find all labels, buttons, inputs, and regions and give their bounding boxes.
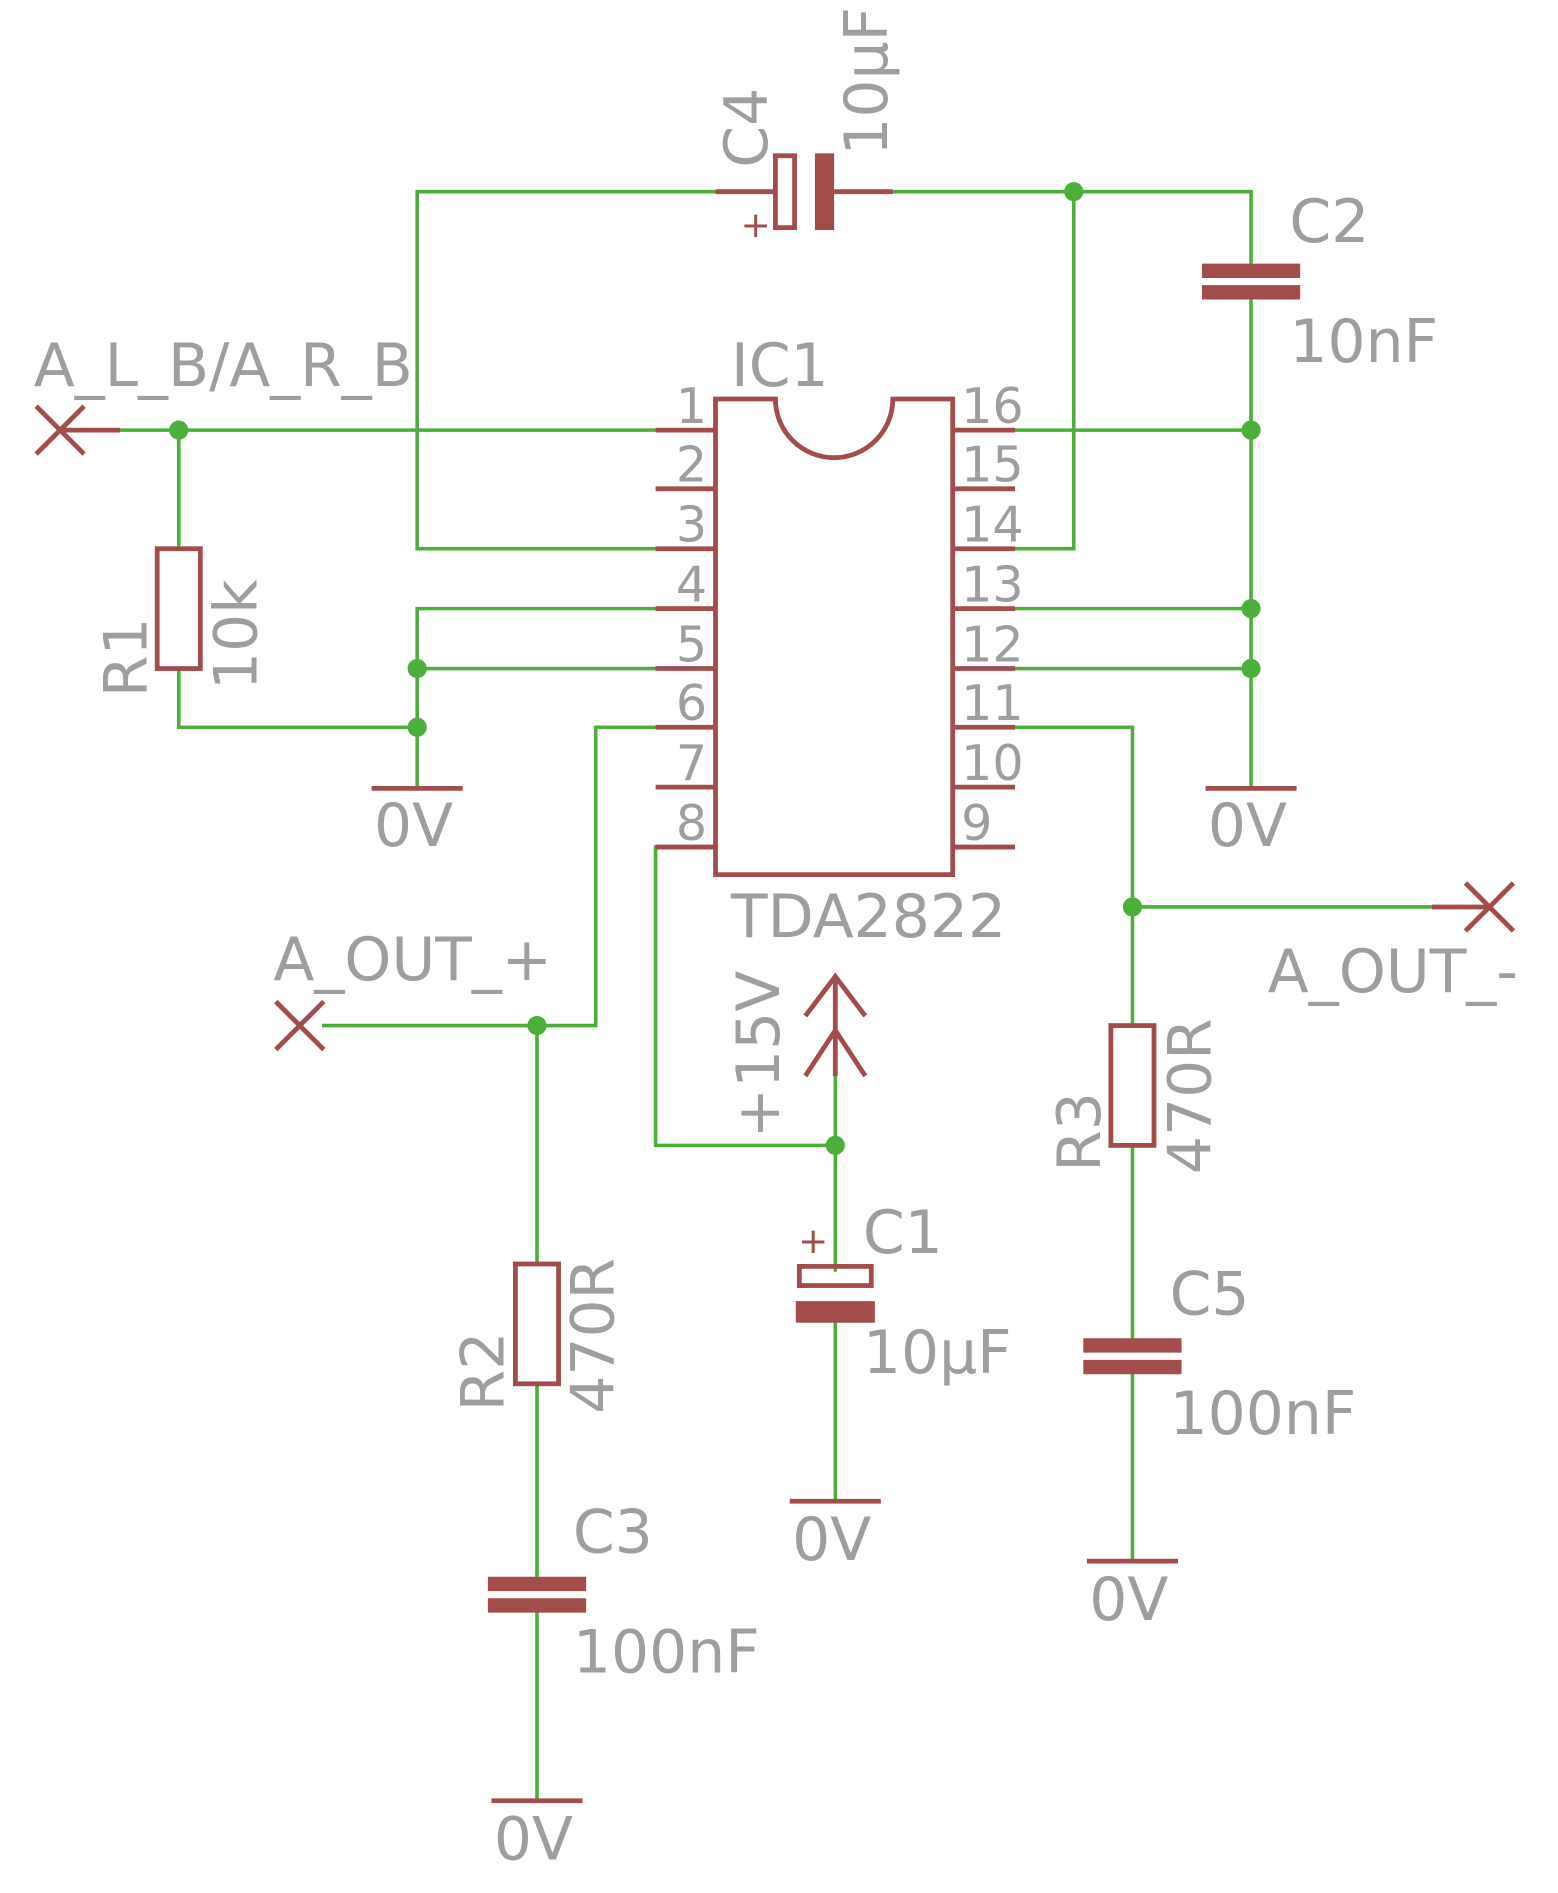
port-out-minus: A_OUT_-: [1268, 881, 1518, 1007]
resistor-r1: R1 10k: [91, 546, 272, 698]
ground-label: 0V: [792, 1505, 871, 1575]
c5-value-label: 100nF: [1170, 1379, 1357, 1449]
wire-pin14: [1013, 189, 1076, 551]
ic1-ref-label: IC1: [731, 331, 829, 401]
junction-dot: [1241, 599, 1261, 619]
pin-number: 6: [676, 674, 707, 732]
ground-right: 0V: [1205, 785, 1297, 861]
supply-label: +15V: [724, 971, 794, 1138]
junction-dot: [1122, 897, 1143, 917]
ic1-chip: 1 2 3 4 5 6 7 8 16 15 14 13 12 11 10 9 I…: [655, 331, 1024, 952]
capacitor-c3: C3 100nF: [487, 1498, 760, 1688]
c4-ref-label: C4: [712, 88, 782, 168]
r3-value-label: 470R: [1155, 1018, 1225, 1174]
junction-dot: [407, 717, 427, 737]
ground-label: 0V: [1208, 791, 1287, 861]
c3-value-label: 100nF: [573, 1618, 760, 1688]
out-plus-net-label: A_OUT_+: [273, 925, 552, 995]
capacitor-c2: C2 10nF: [1201, 187, 1438, 377]
capacitor-c5: C5 100nF: [1083, 1259, 1356, 1449]
junction-dot: [169, 420, 189, 440]
input-net-label: A_L_B/A_R_B: [34, 331, 413, 401]
c5-ref-label: C5: [1170, 1259, 1250, 1329]
junction-dot: [1241, 658, 1261, 679]
ground-label: 0V: [1089, 1565, 1168, 1635]
c1-ref-label: C1: [863, 1198, 943, 1268]
c2-value-label: 10nF: [1289, 307, 1438, 377]
resistor-r3: R3 470R: [1045, 1018, 1225, 1174]
wire-pin11: [1013, 725, 1135, 1028]
c1-polarity-mark: +: [798, 1221, 828, 1262]
pin-number: 8: [676, 794, 707, 852]
pin-number: 2: [676, 436, 707, 494]
junction-dot: [527, 1015, 547, 1036]
ic1-left-pin-lines: [655, 427, 716, 850]
pin-number: 15: [961, 436, 1024, 494]
wire-pin8: [653, 845, 838, 1148]
pin-number: 14: [961, 496, 1024, 554]
pin-number: 13: [961, 555, 1024, 613]
ground-c3: 0V: [491, 1798, 583, 1874]
r2-ref-label: R2: [448, 1332, 518, 1412]
junction-dot: [407, 658, 427, 679]
c1-value-label: 10µF: [863, 1318, 1012, 1388]
ground-c1: 0V: [789, 1498, 881, 1575]
pin-number: 9: [961, 794, 992, 852]
wire-c4-right: [891, 189, 1253, 266]
ground-label: 0V: [374, 791, 453, 861]
ground-c5: 0V: [1086, 1558, 1178, 1635]
c4-value-label: 10µF: [832, 7, 902, 156]
ground-label: 0V: [494, 1804, 573, 1874]
wire-r1-bottom: [176, 666, 419, 730]
pin-number: 3: [676, 496, 707, 554]
wire-pin6: [321, 725, 658, 1028]
ic1-right-pin-numbers: 16 15 14 13 12 11 10 9: [961, 377, 1024, 852]
junction-dot: [825, 1135, 845, 1155]
c2-ref-label: C2: [1289, 187, 1369, 257]
ic1-left-pin-numbers: 1 2 3 4 5 6 7 8: [676, 377, 707, 852]
ic1-value-label: TDA2822: [730, 882, 1006, 952]
c4-polarity-mark: +: [741, 205, 771, 246]
pin-number: 11: [961, 674, 1024, 732]
supply-15v: +15V: [724, 971, 868, 1138]
junction-dot: [1241, 420, 1261, 440]
junctions: [169, 182, 1261, 1155]
capacitor-c1: + C1 10µF: [795, 1198, 1012, 1388]
port-out-plus: A_OUT_+: [273, 925, 552, 1052]
ic1-body: [713, 396, 956, 878]
c3-ref-label: C3: [573, 1498, 653, 1568]
wire-c4-left: [415, 189, 718, 551]
port-input: A_L_B/A_R_B: [34, 331, 413, 456]
wire-pin4: [415, 606, 658, 791]
pin-number: 16: [961, 377, 1024, 435]
r2-value-label: 470R: [559, 1258, 629, 1414]
wires: [118, 189, 1434, 1803]
pin-number: 10: [961, 734, 1024, 792]
ic1-right-pin-lines: [952, 427, 1016, 850]
r3-ref-label: R3: [1045, 1092, 1115, 1172]
ground-left: 0V: [371, 785, 463, 861]
junction-dot: [1064, 182, 1084, 202]
out-minus-net-label: A_OUT_-: [1268, 937, 1518, 1007]
r1-value-label: 10k: [202, 579, 272, 690]
pin-number: 7: [676, 734, 707, 792]
r1-ref-label: R1: [91, 618, 161, 698]
pin-number: 4: [676, 555, 707, 613]
capacitor-c4: + C4 10µF: [712, 7, 902, 246]
pin-number: 1: [676, 377, 707, 435]
pin-number: 5: [676, 615, 707, 673]
pin-number: 12: [961, 615, 1024, 673]
resistor-r2: R2 470R: [448, 1258, 628, 1414]
